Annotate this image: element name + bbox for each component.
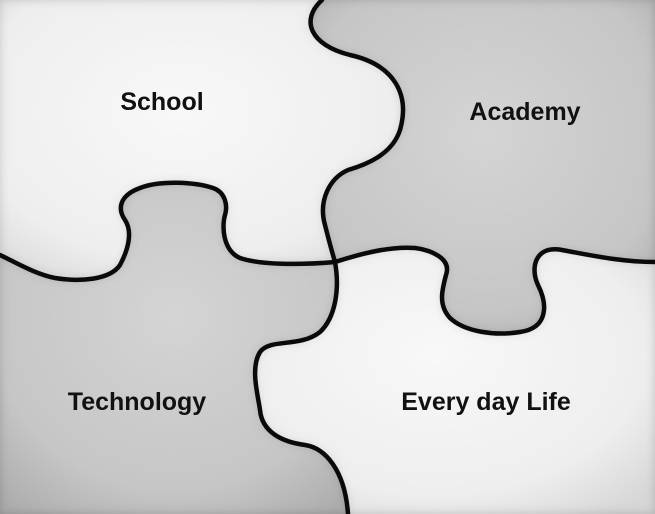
- puzzle-piece-technology: [0, 182, 348, 514]
- puzzle-piece-school: [0, 0, 403, 280]
- seam-left-horizontal: [0, 180, 338, 282]
- label-every-day-life: Every day Life: [401, 388, 571, 416]
- label-school: School: [120, 88, 203, 116]
- label-academy: Academy: [469, 98, 580, 126]
- seam-bottom-vertical: [252, 259, 351, 514]
- seam-top-vertical: [308, 0, 406, 265]
- label-technology: Technology: [68, 388, 207, 416]
- puzzle-piece-every-day-life: [255, 247, 655, 514]
- seam-right-horizontal: [332, 245, 655, 336]
